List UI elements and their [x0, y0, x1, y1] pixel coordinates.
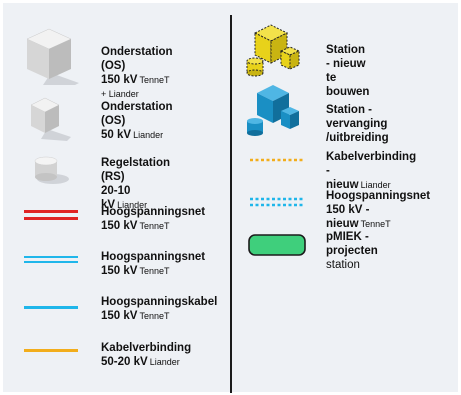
legend-line2: 150 kV - nieuw	[326, 204, 370, 230]
legend-value: 50 kV	[101, 129, 132, 141]
cylinder-icon	[31, 153, 71, 187]
legend-line1: Station - nieuw	[326, 44, 366, 70]
legend-title: Hoogspanningskabel	[101, 296, 218, 308]
legend-line1: pMIEK - projecten	[326, 231, 378, 257]
legend-owner: Liander	[149, 357, 180, 367]
legend-owner: TenneT	[139, 311, 170, 321]
single-blue-line-icon	[24, 305, 78, 311]
dotted-orange-line-icon	[250, 157, 304, 163]
legend-line2: nieuw	[326, 179, 359, 191]
legend-owner: TenneT	[360, 219, 391, 229]
legend-owner: TenneT + Liander	[101, 75, 170, 99]
legend-line2: te bouwen	[326, 72, 370, 98]
legend-line1: Hoogspanningsnet	[326, 190, 431, 202]
legend-value: 150 kV	[101, 310, 138, 322]
legend-title: Onderstation (OS)	[101, 46, 173, 72]
legend-line2: /uitbreiding	[326, 132, 389, 144]
double-blue-line-icon	[24, 255, 78, 265]
legend-value: 150 kV	[101, 265, 138, 277]
blue-station-icon	[241, 83, 303, 141]
legend-line2: station	[326, 259, 360, 271]
legend-value: 150 kV	[101, 74, 138, 86]
legend-title: Onderstation (OS)	[101, 101, 173, 127]
green-pill-icon	[248, 234, 306, 256]
legend-owner: TenneT	[139, 266, 170, 276]
legend-owner: TenneT	[139, 221, 170, 231]
legend-title: Kabelverbinding	[101, 342, 192, 354]
cube-large-icon	[21, 25, 81, 85]
legend-value: 150 kV	[101, 220, 138, 232]
orange-line-icon	[24, 348, 78, 354]
cube-small-icon	[27, 95, 77, 141]
legend-line1: Kabelverbinding -	[326, 151, 417, 177]
legend-value: 50-20 kV	[101, 356, 148, 368]
double-red-line-icon	[24, 209, 78, 221]
legend-title: Hoogspanningsnet	[101, 206, 206, 218]
legend-title: Hoogspanningsnet	[101, 251, 206, 263]
legend-owner: Liander	[133, 130, 164, 140]
legend-line1: Station - vervanging	[326, 104, 388, 130]
dotted-blue-double-line-icon	[250, 196, 304, 208]
legend-owner: Liander	[117, 200, 148, 210]
yellow-station-icon	[241, 21, 303, 81]
legend-value: 20-10 kV	[101, 185, 131, 211]
legend-owner: Liander	[360, 180, 391, 190]
column-divider	[230, 15, 232, 393]
legend-title: Regelstation (RS)	[101, 157, 171, 183]
